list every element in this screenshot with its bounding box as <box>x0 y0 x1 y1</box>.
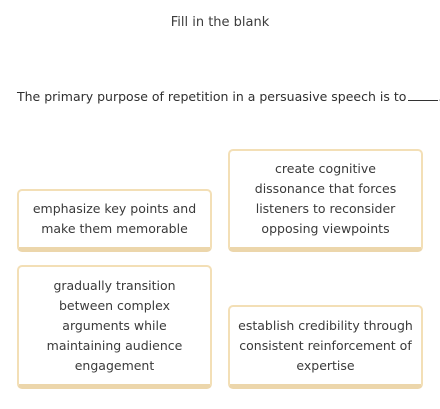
question-end: . <box>438 89 440 104</box>
answer-option-label: gradually transition between complex arg… <box>46 277 183 373</box>
answer-blank <box>408 90 439 101</box>
answer-option-label: establish credibility through consistent… <box>238 317 413 373</box>
answer-option-2[interactable]: create cognitive dissonance that forces … <box>228 149 423 252</box>
question-text: The primary purpose of repetition in a p… <box>17 89 407 104</box>
answer-option-1[interactable]: emphasize key points and make them memor… <box>17 189 212 252</box>
answer-option-label: create cognitive dissonance that forces … <box>254 161 397 236</box>
answer-option-4[interactable]: establish credibility through consistent… <box>228 305 423 389</box>
answer-option-label: emphasize key points and make them memor… <box>32 201 197 236</box>
question-prompt: The primary purpose of repetition in a p… <box>17 89 440 104</box>
page-title: Fill in the blank <box>170 15 270 30</box>
answer-option-3[interactable]: gradually transition between complex arg… <box>17 265 212 389</box>
